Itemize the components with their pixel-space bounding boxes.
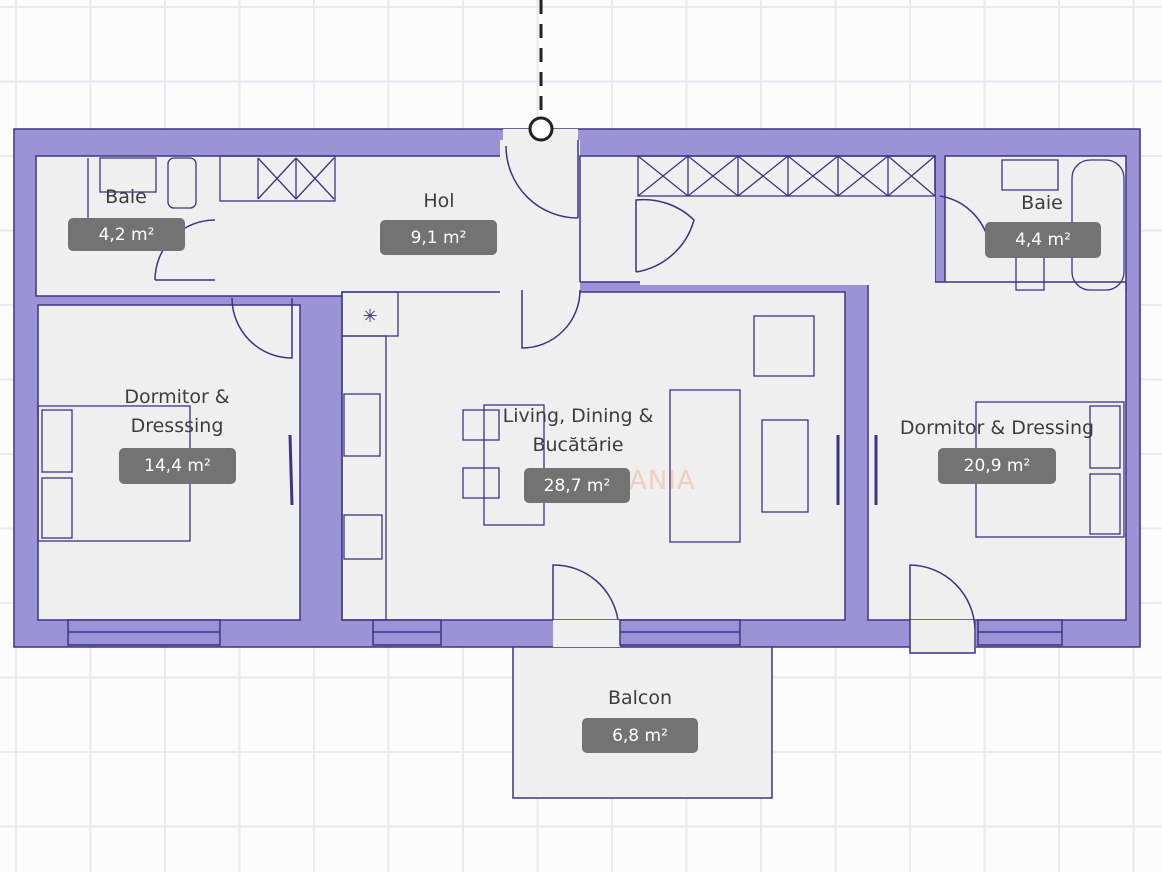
room-name-baie-left: Baie [105, 186, 147, 208]
windows [67, 619, 1063, 646]
room-name-dormitor-left: Dormitor & Dresssing [124, 386, 230, 437]
entrance-marker [528, 116, 554, 142]
room-name-baie-right: Baie [1021, 192, 1063, 214]
area-badge-dormitor-left: 14,4 m² [119, 448, 236, 484]
area-badge-baie-right: 4,4 m² [985, 222, 1101, 258]
room-name-hol: Hol [423, 190, 455, 212]
area-badge-living: 28,7 m² [524, 468, 630, 503]
area-badge-baie-left: 4,2 m² [68, 218, 185, 251]
room-name-dormitor-right: Dormitor & Dressing [899, 417, 1095, 439]
room-name-living: Living, Dining & Bucătărie [502, 405, 654, 456]
doors [154, 140, 991, 654]
room-name-balcon: Balcon [607, 687, 673, 709]
svg-text:✳: ✳ [362, 306, 377, 327]
area-badge-balcon: 6,8 m² [582, 718, 698, 753]
area-badge-hol: 9,1 m² [380, 220, 497, 255]
area-badge-dormitor-right: 20,9 m² [938, 448, 1056, 484]
